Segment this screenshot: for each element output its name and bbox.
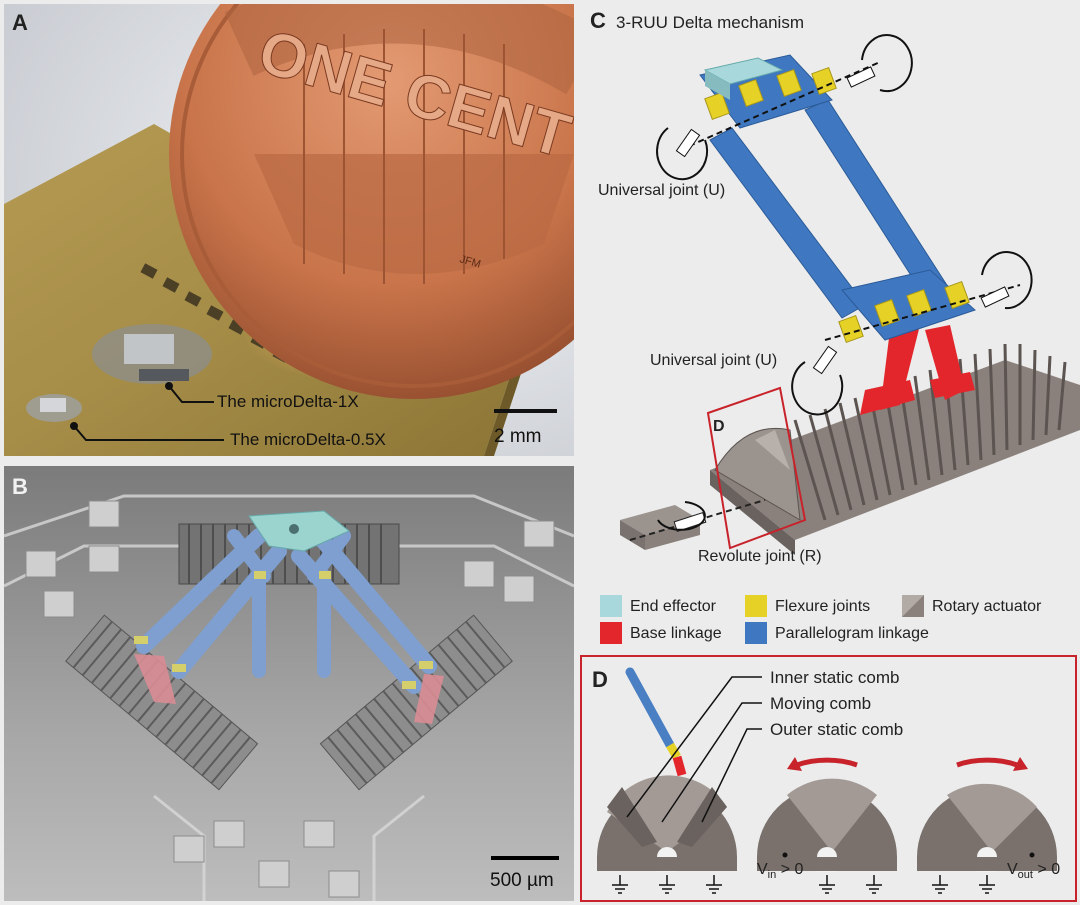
label-microdelta-1x: The microDelta-1X bbox=[217, 392, 359, 411]
legend-swatch-end-effector bbox=[600, 595, 622, 617]
label-vin-subscript: in bbox=[767, 869, 777, 882]
legend-swatch-base-linkage bbox=[600, 622, 622, 644]
ground-symbols bbox=[612, 875, 995, 894]
detail-box-d bbox=[706, 386, 807, 550]
sem-end-effector bbox=[248, 510, 350, 552]
label-vin-condition: > 0 bbox=[780, 861, 804, 878]
legend-rotary: Rotary actuator bbox=[932, 598, 1042, 615]
label-moving-comb: Moving comb bbox=[770, 694, 872, 713]
panel-a-photo: ONE CENT JFM bbox=[4, 4, 574, 456]
label-revolute-joint: Revolute joint (R) bbox=[698, 548, 822, 565]
legend-end-effector: End effector bbox=[630, 598, 716, 615]
label-outer-static-comb: Outer static comb bbox=[770, 720, 904, 739]
legend-parallelogram: Parallelogram linkage bbox=[775, 625, 929, 642]
legend-flexure: Flexure joints bbox=[775, 598, 871, 615]
panel-c-title: 3-RUU Delta mechanism bbox=[616, 13, 804, 32]
panel-c-label: C bbox=[590, 8, 606, 33]
panel-d: D Inner static comb Moving comb Outer st… bbox=[580, 655, 1077, 902]
parallelogram-linkage-3d bbox=[699, 54, 976, 341]
panel-d-label: D bbox=[592, 667, 608, 692]
comb-drive-3 bbox=[917, 757, 1057, 872]
panel-d-drawing bbox=[597, 667, 1057, 894]
panel-b-sem bbox=[4, 466, 574, 901]
leader-1x bbox=[168, 385, 214, 403]
panel-a-label: A bbox=[12, 10, 28, 35]
label-vout-subscript: out bbox=[1017, 869, 1033, 882]
legend-swatch-parallelogram bbox=[745, 622, 767, 644]
label-vout-symbol: V bbox=[1007, 861, 1018, 878]
panel-b: B 500 µm bbox=[4, 466, 574, 901]
microdelta-05x-device bbox=[26, 394, 82, 422]
panel-c: C 3-RUU Delta mechanism Universal joint … bbox=[580, 0, 1080, 650]
comb-drive-1 bbox=[597, 775, 737, 872]
rotary-actuator-3d bbox=[710, 343, 1080, 555]
panel-c-drawing bbox=[600, 34, 1080, 644]
base-linkage-3d bbox=[860, 325, 975, 415]
label-microdelta-05x: The microDelta-0.5X bbox=[230, 430, 386, 449]
label-vin: Vin > 0 bbox=[757, 861, 803, 881]
label-vout: Vout > 0 bbox=[1007, 861, 1060, 881]
sem-pads bbox=[25, 500, 555, 898]
label-universal-joint-top: Universal joint (U) bbox=[598, 182, 726, 199]
label-universal-joint-mid: Universal joint (U) bbox=[650, 352, 778, 369]
label-inner-static-comb: Inner static comb bbox=[770, 668, 900, 687]
label-vin-symbol: V bbox=[757, 861, 768, 878]
detail-box-tag: D bbox=[713, 418, 725, 435]
scale-label-b: 500 µm bbox=[490, 870, 554, 891]
penny-coin: ONE CENT JFM bbox=[169, 4, 574, 399]
scale-label-a: 2 mm bbox=[494, 426, 542, 447]
label-vout-condition: > 0 bbox=[1037, 861, 1061, 878]
panel-a: ONE CENT JFM A The microDelta-1X The mic… bbox=[4, 4, 574, 456]
legend-swatch-flexure bbox=[745, 595, 767, 617]
comb-drive-2 bbox=[757, 757, 897, 872]
revolute-joint bbox=[620, 499, 766, 550]
microdelta-1x-device bbox=[92, 324, 212, 384]
panel-b-label: B bbox=[12, 474, 28, 499]
legend-swatches bbox=[600, 595, 924, 644]
coin-initials: JFM bbox=[458, 253, 482, 270]
leader-05x bbox=[73, 425, 224, 441]
legend-base-linkage: Base linkage bbox=[630, 625, 722, 642]
